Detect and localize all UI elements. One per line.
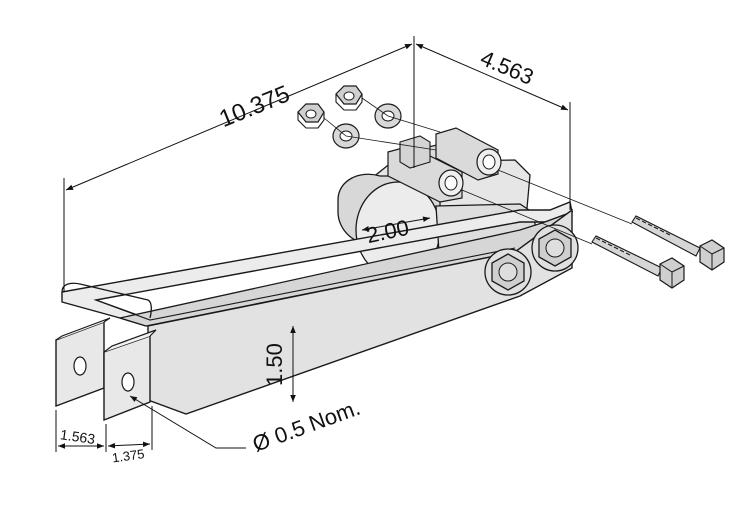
- u-bracket: [55, 201, 574, 422]
- installed-bolt-1: [484, 248, 532, 296]
- dim-line-depth: [415, 43, 569, 111]
- loose-bolt-1: [631, 215, 725, 271]
- dim-line-overall-length: [65, 43, 413, 191]
- dim-line-diameter: [361, 216, 431, 232]
- dim-line-ear-gap: [107, 441, 151, 449]
- label-ear-gap: 1.375: [111, 446, 145, 465]
- label-height: 1.50: [262, 343, 287, 386]
- label-ear-width: 1.563: [59, 426, 96, 447]
- label-hole-note: Ø 0.5 Nom.: [249, 395, 363, 457]
- right-ear-hole: [121, 372, 135, 392]
- dimension-lines: [55, 36, 571, 452]
- hole-leader: [129, 395, 246, 449]
- label-overall-length: 10.375: [215, 80, 293, 133]
- hex-nut-2: [335, 85, 363, 111]
- left-ear-hole: [73, 356, 87, 376]
- loose-bolt-2: [591, 235, 685, 289]
- hex-nut-1: [297, 103, 325, 129]
- standoff-tube-3: [399, 135, 431, 169]
- standoff-tube-1: [435, 127, 502, 181]
- bracket-front-plate: [147, 208, 573, 415]
- installed-bolt-2: [531, 224, 579, 272]
